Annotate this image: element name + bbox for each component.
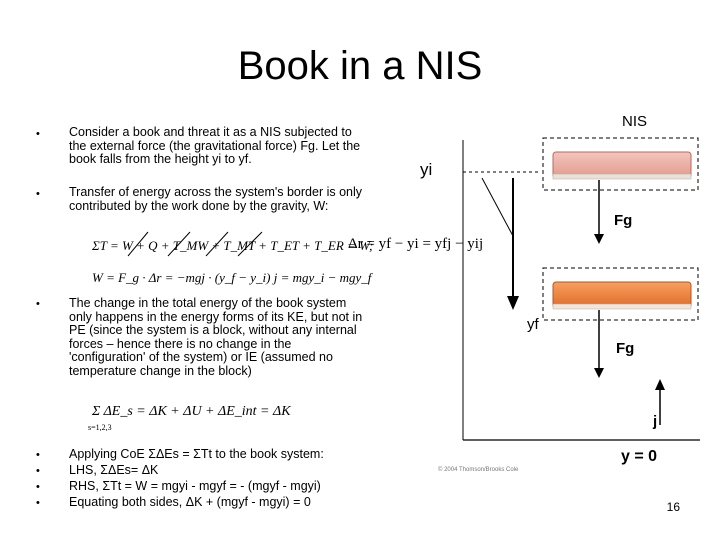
bullet-dot: •	[36, 497, 40, 509]
bullet-rhs: RHS, ΣTt = W = mgyi - mgyf = - (mgyf - m…	[69, 479, 321, 493]
bullet-lhs: LHS, ΣΔEs= ΔK	[69, 463, 159, 477]
bullet-dot: •	[36, 481, 40, 493]
dr-equation: Δr = yf − yi = yfj − yij	[348, 236, 484, 252]
equation-sum-transfer: ΣT = W + Q + T_MW + T_MT + T_ET + T_ER =…	[92, 238, 374, 253]
j-label: j	[653, 413, 658, 430]
equation-sum-index: s=1,2,3	[88, 423, 112, 432]
copyright-text: © 2004 Thomson/Brooks Cole	[438, 467, 519, 473]
bullet-equate: Equating both sides, ΔK + (mgyf - mgyi) …	[69, 495, 311, 509]
yi-label: yi	[420, 160, 433, 179]
bullet-dot: •	[36, 465, 40, 477]
page-number: 16	[666, 500, 680, 514]
equation-work: W = F_g · Δr = −mgj · (y_f − y_i) j = mg…	[92, 270, 372, 285]
bullet-transfer: Transfer of energy across the system's b…	[69, 185, 363, 213]
yf-label: yf	[527, 316, 539, 333]
bullet-consider: Consider a book and threat it as a NIS s…	[69, 125, 361, 166]
y-zero-label: y = 0	[621, 448, 658, 465]
bullet-dot: •	[36, 298, 40, 310]
nis-label: NIS	[622, 113, 648, 130]
fg-bottom-label: Fg	[616, 340, 635, 357]
slide-title: Book in a NIS	[237, 44, 483, 88]
bullet-apply-coe: Applying CoE ΣΔEs = ΣTt to the book syst…	[69, 447, 324, 461]
equation-sum-delta-e: Σ ΔE_s = ΔK + ΔU + ΔE_int = ΔK	[92, 404, 291, 419]
fg-top-label: Fg	[614, 212, 633, 229]
bullet-dot: •	[36, 128, 40, 140]
bullet-dot: •	[36, 449, 40, 461]
bullet-dot: •	[36, 188, 40, 200]
bullet-energy-change: The change in the total energy of the bo…	[69, 296, 363, 378]
